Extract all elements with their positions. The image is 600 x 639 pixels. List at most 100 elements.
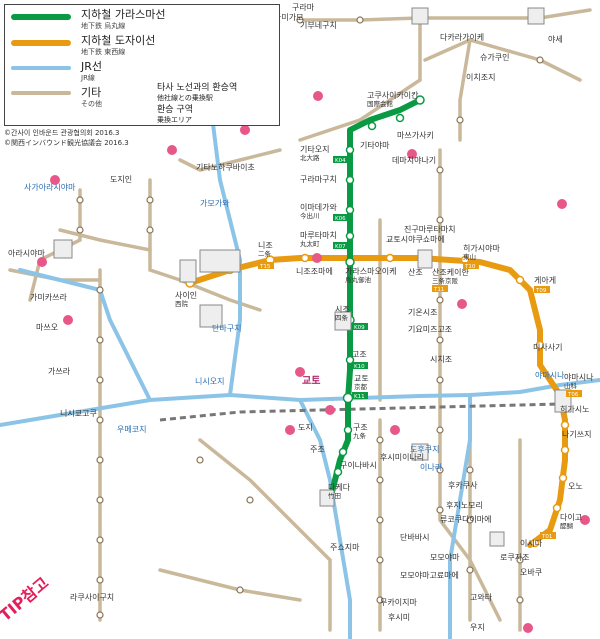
label-marutamachi: 마루타마치	[300, 231, 337, 240]
station-karasumaoike[interactable]	[345, 257, 355, 267]
station-dot[interactable]	[376, 556, 384, 564]
station-dot[interactable]	[436, 166, 444, 174]
station-dot[interactable]	[376, 516, 384, 524]
station-kuinabashi[interactable]	[333, 467, 343, 477]
transfer-box	[199, 304, 223, 328]
transfer-box	[334, 311, 352, 331]
station-dot[interactable]	[466, 466, 474, 474]
marker	[295, 367, 305, 377]
label-sanjokeihan: 산조케이한	[432, 267, 469, 277]
ja-kitaoji: 北大路	[300, 153, 320, 162]
station-dot[interactable]	[376, 436, 384, 444]
station-dot[interactable]	[76, 196, 84, 204]
label-fushimiinari: 후시미이나리	[380, 452, 424, 462]
station-dot[interactable]	[516, 596, 524, 604]
station-kuramaguchi[interactable]	[345, 175, 355, 185]
label-nishikyogoku: 니시쿄고쿠	[60, 408, 97, 418]
station-dot[interactable]	[456, 116, 464, 124]
station-dot[interactable]	[96, 456, 104, 464]
station-nijojomae[interactable]	[300, 253, 310, 263]
marker	[557, 199, 567, 209]
legend-jr: JR선 JR線	[81, 61, 102, 84]
station-kyotoshiyakushomae[interactable]	[385, 253, 395, 263]
ja-karasumaoike: 烏丸御池	[345, 275, 372, 284]
label-kitayama: 기타야마	[360, 140, 390, 150]
label-kuramaguchi: 구라마구치	[300, 175, 337, 184]
label-kyoto: 교토	[354, 374, 369, 383]
legend-jr-ja: JR線	[81, 74, 95, 82]
station-dot[interactable]	[466, 566, 474, 574]
station-dot[interactable]	[436, 506, 444, 514]
station-dot[interactable]	[96, 576, 104, 584]
station-dot[interactable]	[246, 496, 254, 504]
transfer-box	[489, 531, 505, 547]
legend-tozai-ja: 地下鉄 東西線	[81, 48, 126, 56]
label-kamikatsura: 가미카쓰라	[30, 293, 67, 302]
transfer-box	[179, 259, 197, 283]
ja-kyoto: 京都	[354, 382, 368, 391]
marker	[312, 253, 322, 263]
station-dot[interactable]	[146, 226, 154, 234]
station-dot[interactable]	[516, 556, 524, 564]
station-kyoto[interactable]	[342, 392, 354, 404]
tozai-codes: T15 T11 T10 T09 T06 T01	[258, 262, 582, 540]
marker	[63, 315, 73, 325]
station-ono[interactable]	[558, 473, 568, 483]
station-gojo[interactable]	[345, 355, 355, 365]
pink-markers	[37, 91, 590, 633]
station-marutamachi[interactable]	[345, 231, 355, 241]
station-dot[interactable]	[436, 466, 444, 474]
marker	[313, 91, 323, 101]
station-dot[interactable]	[356, 16, 364, 24]
station-kujo[interactable]	[343, 425, 353, 435]
label-nishioji: 니시오지	[195, 376, 224, 386]
station-dot[interactable]	[76, 226, 84, 234]
legend-area: 환승 구역 乗換エリア	[157, 105, 193, 125]
label-tofukuji: 도후쿠지	[410, 445, 439, 454]
station-dot[interactable]	[196, 456, 204, 464]
station-kitaoji[interactable]	[345, 145, 355, 155]
label-kowata: 고와타	[470, 592, 493, 602]
station-keage[interactable]	[515, 275, 525, 285]
ja-shijo: 四条	[335, 313, 349, 322]
station-daigo[interactable]	[552, 503, 562, 513]
station-dot[interactable]	[376, 596, 384, 604]
label-higashino: 히가시노	[560, 404, 589, 414]
station-dot[interactable]	[376, 476, 384, 484]
station-dot[interactable]	[96, 416, 104, 424]
label-ryukokudaimae: 류코쿠다이마에	[440, 514, 492, 524]
station-kokusaikaikan[interactable]	[415, 95, 425, 105]
station-kitayama[interactable]	[367, 121, 377, 131]
station-imadegawa[interactable]	[345, 205, 355, 215]
station-nagitsuji[interactable]	[560, 445, 570, 455]
station-misasagi[interactable]	[535, 340, 545, 350]
station-dot[interactable]	[96, 376, 104, 384]
station-matsugasaki[interactable]	[395, 113, 405, 123]
legend-transfer-ja: 他社線との乗換駅	[157, 94, 213, 102]
station-dot[interactable]	[146, 196, 154, 204]
station-dot[interactable]	[436, 376, 444, 384]
label-nijo: 니조	[258, 240, 273, 250]
code-sanjokeihan: T11	[433, 287, 444, 293]
station-dot[interactable]	[96, 286, 104, 294]
station-dot[interactable]	[436, 216, 444, 224]
station-jujo[interactable]	[338, 447, 348, 457]
station-dot[interactable]	[436, 336, 444, 344]
label-rokujizo: 로쿠지조	[500, 553, 529, 562]
station-dot[interactable]	[96, 496, 104, 504]
station-dot[interactable]	[236, 586, 244, 594]
station-higashino[interactable]	[560, 420, 570, 430]
station-dot[interactable]	[96, 336, 104, 344]
marker	[50, 175, 60, 185]
station-ishida[interactable]	[530, 538, 540, 548]
station-dot[interactable]	[96, 611, 104, 619]
station-dot[interactable]	[436, 296, 444, 304]
legend-karasuma-ko: 지하철 가라스마선	[81, 8, 166, 21]
station-dot[interactable]	[296, 16, 304, 24]
label-arashiyama: 아라시야마	[8, 248, 45, 258]
station-dot[interactable]	[96, 536, 104, 544]
station-dot[interactable]	[536, 56, 544, 64]
station-dot[interactable]	[436, 426, 444, 434]
label-kiyomizugojo: 기요미즈고조	[408, 325, 452, 334]
station-dot[interactable]	[466, 516, 474, 524]
